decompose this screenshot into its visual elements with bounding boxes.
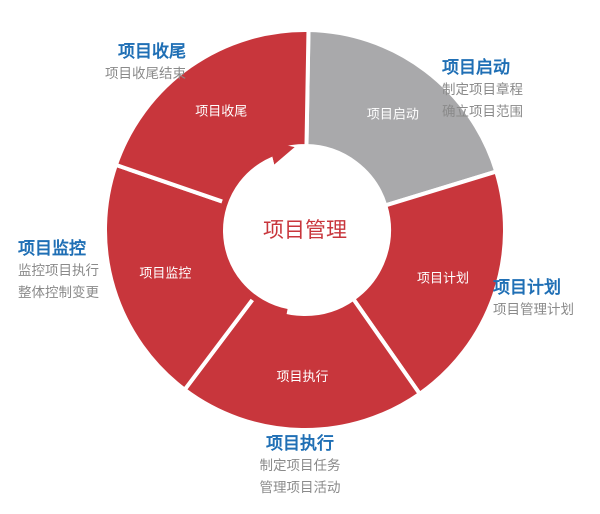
callout-monitor: 项目监控 监控项目执行 整体控制变更 [18,238,99,304]
segment-label-monitor: 项目监控 [139,267,191,282]
cycle-segments [103,27,507,432]
segment-label-close: 项目收尾 [195,104,247,119]
segment-label-exec: 项目执行 [276,370,328,385]
callout-start-line-1: 制定项目章程 [442,82,523,98]
callout-monitor-line-1: 监控项目执行 [18,263,99,279]
callout-exec-title: 项目执行 [266,434,334,454]
callout-start-title: 项目启动 [442,58,510,78]
cycle-arrow [217,141,295,315]
center-label: 项目管理 [263,218,347,242]
segment-label-plan: 项目计划 [417,272,469,287]
inner-ring-track [224,149,386,311]
callout-exec-line-2: 管理项目活动 [259,480,341,496]
segment-start [304,27,499,208]
callout-plan: 项目计划 项目管理计划 [493,277,574,321]
segment-exec [181,294,423,432]
callout-monitor-title: 项目监控 [18,239,86,259]
callout-exec: 项目执行 制定项目任务 管理项目活动 [226,433,374,499]
callout-start-line-2: 确立项目范围 [442,104,523,120]
callout-exec-line-1: 制定项目任务 [259,458,341,474]
center-disc [241,166,369,294]
callout-close: 项目收尾 项目收尾结束 [105,41,186,85]
callout-monitor-line-2: 整体控制变更 [18,285,99,301]
segment-label-start: 项目启动 [367,107,419,122]
callout-start: 项目启动 制定项目章程 确立项目范围 [442,57,523,123]
segment-plan [350,169,507,397]
callout-plan-line-1: 项目管理计划 [493,302,574,318]
callout-close-line-1: 项目收尾结束 [105,66,186,82]
callout-close-title: 项目收尾 [118,42,186,62]
callout-plan-title: 项目计划 [493,278,561,298]
